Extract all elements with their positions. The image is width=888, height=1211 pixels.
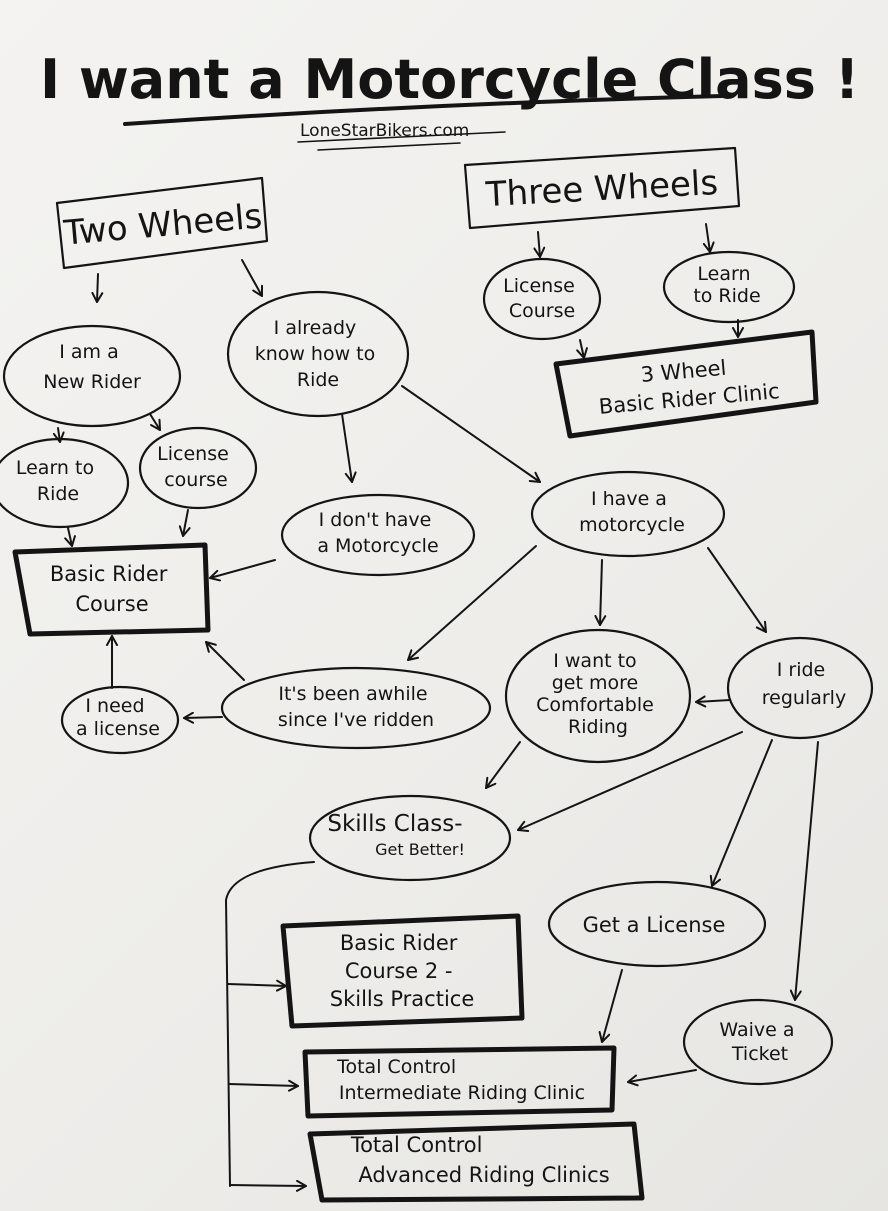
node-license-course-2w-label: License course	[157, 443, 235, 491]
node-more-comfortable: I want to get more Comfortable Riding	[504, 628, 692, 764]
arrow-ride-regularly-to-more-comfortable	[695, 695, 731, 708]
node-three-wheels: Three Wheels	[463, 146, 741, 230]
arrow-dont-have-to-brc	[209, 559, 276, 582]
node-license-course-3w-label: License Course	[503, 275, 581, 322]
arrow-two-wheels-to-new-rider	[91, 273, 104, 303]
skills-class-trunk-line	[225, 861, 315, 1187]
website-underline-2	[317, 142, 461, 151]
node-need-license: I need a license	[60, 685, 180, 755]
node-ride-regularly: I ride regularly	[726, 636, 874, 740]
node-already-know-how-label: I already know how to Ride	[255, 317, 382, 391]
title-underline	[123, 94, 724, 126]
node-three-wheels-label: Three Wheels	[484, 163, 719, 215]
arrows	[52, 223, 819, 1192]
arrow-learn-to-ride-to-brc	[64, 527, 76, 547]
diagram-title: I want a Motorcycle Class !	[40, 48, 859, 111]
node-new-rider: I am a New Rider	[2, 324, 182, 428]
arrow-license-course-3w-to-clinic	[576, 339, 588, 359]
node-get-license-label: Get a License	[583, 913, 726, 937]
website-underline-1	[297, 131, 506, 143]
arrow-three-wheels-to-learn-to-ride	[702, 223, 715, 253]
node-been-awhile-label: It's been awhile since I've ridden	[278, 683, 434, 731]
arrow-waive-ticket-to-tc-intermediate	[627, 1069, 697, 1087]
arrow-license-course-to-brc	[178, 509, 191, 537]
arrow-ride-regularly-to-get-license	[709, 739, 773, 887]
node-three-wheel-clinic: 3 Wheel Basic Rider Clinic	[553, 329, 819, 439]
arrow-three-wheels-to-license-course	[533, 231, 546, 258]
node-have-motorcycle-label: I have a motorcycle	[579, 488, 685, 536]
arrow-more-comfortable-to-skills-class	[485, 741, 521, 789]
arrow-get-license-to-tc-intermediate	[598, 969, 623, 1043]
node-new-rider-label: I am a New Rider	[43, 341, 141, 393]
node-get-license: Get a License	[547, 880, 767, 968]
node-skills-class: Skills Class- Get Better!	[308, 794, 512, 882]
arrow-new-rider-to-learn-to-ride	[52, 427, 65, 443]
node-been-awhile: It's been awhile since I've ridden	[220, 666, 492, 750]
node-learn-to-ride-2w-label: Learn to Ride	[16, 457, 100, 505]
node-basic-rider-course-label: Basic Rider Course	[50, 562, 174, 616]
node-brc2-label: Basic Rider Course 2 - Skills Practice	[330, 931, 475, 1011]
arrow-have-motorcycle-to-ride-regularly	[707, 547, 767, 633]
arrow-ride-regularly-to-waive-ticket	[789, 741, 819, 1001]
node-learn-to-ride-3w-label: Learn to Ride	[693, 263, 760, 307]
node-two-wheels: Two Wheels	[55, 176, 269, 270]
node-dont-have-motorcycle: I don't have a Motorcycle	[280, 493, 476, 577]
node-waive-ticket: Waive a Ticket	[682, 998, 834, 1086]
arrow-already-know-to-dont-have	[341, 413, 357, 483]
arrow-been-awhile-to-brc	[205, 641, 245, 681]
node-brc2: Basic Rider Course 2 - Skills Practice	[280, 913, 525, 1029]
arrow-skills-class-to-tc-advanced	[229, 1179, 307, 1192]
node-already-know-how: I already know how to Ride	[226, 290, 410, 418]
arrow-skills-class-to-brc2	[227, 979, 287, 992]
node-need-license-label: I need a license	[76, 695, 160, 740]
arrow-already-know-to-have-motorcycle	[401, 385, 541, 483]
arrow-have-motorcycle-to-been-awhile	[407, 545, 537, 661]
node-dont-have-motorcycle-label: I don't have a Motorcycle	[317, 509, 438, 557]
node-learn-to-ride-3w: Learn to Ride	[662, 250, 796, 324]
node-license-course-2w: License course	[138, 426, 258, 510]
node-learn-to-ride-2w: Learn to Ride	[0, 437, 130, 529]
node-tc-advanced-label: Total Control Advanced Riding Clinics	[350, 1133, 610, 1187]
node-waive-ticket-label: Waive a Ticket	[719, 1019, 800, 1065]
arrow-been-awhile-to-need-license	[183, 711, 223, 724]
node-more-comfortable-label: I want to get more Comfortable Riding	[536, 650, 660, 738]
node-tc-intermediate-label: Total Control Intermediate Riding Clinic	[336, 1054, 585, 1104]
arrow-new-rider-to-license-course	[149, 413, 161, 431]
arrow-ride-regularly-to-skills-class	[517, 731, 743, 832]
node-basic-rider-course: Basic Rider Course	[12, 542, 211, 637]
arrow-have-motorcycle-to-more-comfortable	[594, 559, 607, 626]
node-tc-advanced: Total Control Advanced Riding Clinics	[307, 1121, 645, 1203]
arrow-two-wheels-to-already-know	[241, 259, 263, 297]
arrow-skills-class-to-tc-intermediate	[228, 1079, 299, 1092]
node-tc-intermediate: Total Control Intermediate Riding Clinic	[302, 1045, 617, 1119]
node-skills-class-label: Skills Class- Get Better!	[327, 811, 468, 859]
node-license-course-3w: License Course	[482, 257, 602, 341]
node-have-motorcycle: I have a motorcycle	[530, 470, 726, 558]
node-ride-regularly-label: I ride regularly	[762, 659, 846, 709]
